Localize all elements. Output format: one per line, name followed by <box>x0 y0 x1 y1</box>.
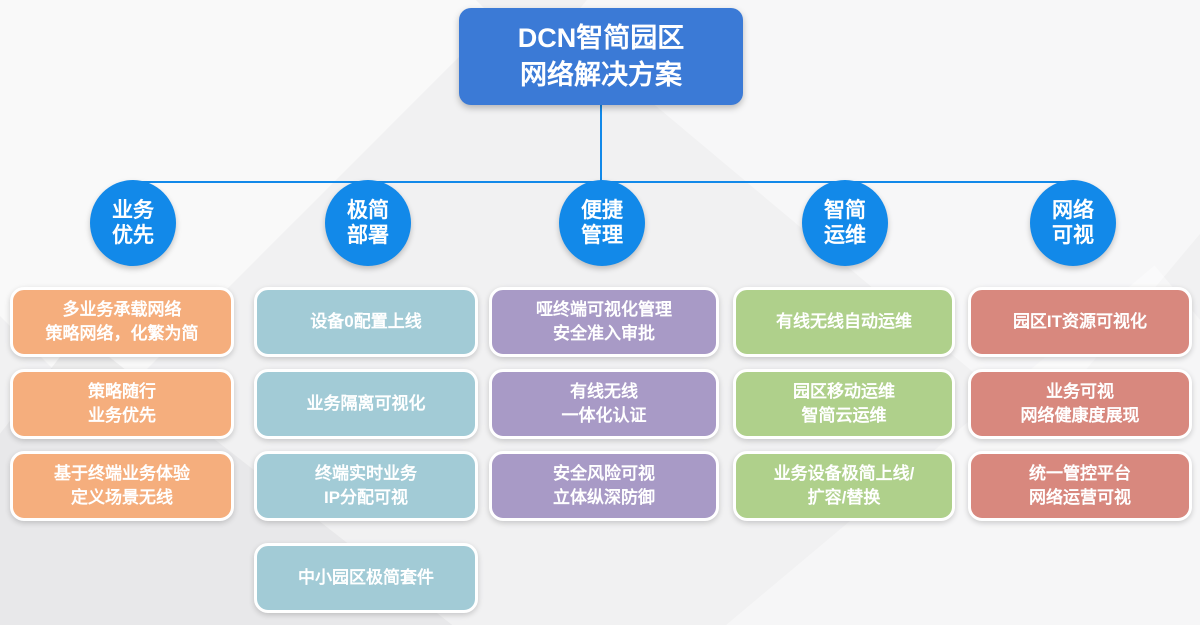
feature-box: 基于终端业务体验定义场景无线 <box>10 451 234 521</box>
feature-column-4: 有线无线自动运维园区移动运维智简云运维业务设备极简上线/扩容/替换 <box>733 287 955 521</box>
feature-box: 业务设备极简上线/扩容/替换 <box>733 451 955 521</box>
feature-box-line: 多业务承载网络 <box>62 300 182 320</box>
branch-node-label: 部署 <box>347 224 389 247</box>
feature-box-line: 扩容/替换 <box>807 488 881 507</box>
feature-box-line: 设备0配置上线 <box>310 312 422 332</box>
feature-box-line: 中小园区极简套件 <box>298 568 434 588</box>
branch-node-3: 便捷管理 <box>559 180 645 266</box>
feature-box-line: 智简云运维 <box>801 406 887 425</box>
feature-box-line: 终端实时业务 <box>315 464 417 484</box>
feature-box: 设备0配置上线 <box>254 287 478 357</box>
feature-box-line: 安全风险可视 <box>553 464 655 484</box>
feature-box-line: IP分配可视 <box>323 488 409 507</box>
feature-box-line: 网络运营可视 <box>1029 488 1131 507</box>
feature-box: 策略随行业务优先 <box>10 369 234 439</box>
feature-box-line: 网络健康度展现 <box>1020 406 1140 425</box>
branch-node-label: 优先 <box>112 224 154 247</box>
feature-box-line: 有线无线自动运维 <box>776 312 912 332</box>
branch-node-label: 可视 <box>1052 224 1094 247</box>
feature-box-line: 园区IT资源可视化 <box>1012 312 1148 332</box>
solution-title: DCN智简园区 网络解决方案 <box>459 8 743 105</box>
feature-box-line: 哑终端可视化管理 <box>536 300 672 320</box>
feature-box-line: 园区移动运维 <box>793 382 895 402</box>
feature-box-line: 业务可视 <box>1046 382 1114 402</box>
feature-box: 业务隔离可视化 <box>254 369 478 439</box>
branch-node-label: 运维 <box>824 224 866 247</box>
feature-box: 有线无线自动运维 <box>733 287 955 357</box>
branch-node-label: 业务 <box>112 198 154 222</box>
feature-column-5: 园区IT资源可视化业务可视网络健康度展现统一管控平台网络运营可视 <box>968 287 1192 521</box>
feature-box: 统一管控平台网络运营可视 <box>968 451 1192 521</box>
branch-node-1: 业务优先 <box>90 180 176 266</box>
branch-node-label: 管理 <box>581 224 623 247</box>
feature-column-2: 设备0配置上线业务隔离可视化终端实时业务 IP分配可视中小园区极简套件 <box>254 287 478 613</box>
feature-box-line: 安全准入审批 <box>553 324 655 343</box>
feature-box: 园区IT资源可视化 <box>968 287 1192 357</box>
branch-node-label: 便捷 <box>581 198 623 222</box>
feature-box: 中小园区极简套件 <box>254 543 478 613</box>
feature-box-line: 定义场景无线 <box>71 488 173 507</box>
branch-node-4: 智简运维 <box>802 180 888 266</box>
feature-box-line: 立体纵深防御 <box>553 488 655 507</box>
branch-node-label: 极简 <box>347 198 389 222</box>
branch-node-2: 极简部署 <box>325 180 411 266</box>
feature-box-line: 业务设备极简上线/ <box>773 464 915 484</box>
feature-box: 有线无线一体化认证 <box>489 369 719 439</box>
feature-box-line: 基于终端业务体验 <box>54 464 190 484</box>
feature-box: 园区移动运维智简云运维 <box>733 369 955 439</box>
feature-box: 哑终端可视化管理安全准入审批 <box>489 287 719 357</box>
feature-box: 终端实时业务 IP分配可视 <box>254 451 478 521</box>
feature-box-line: 业务优先 <box>88 406 156 425</box>
feature-box-line: 一体化认证 <box>561 406 647 425</box>
feature-box: 安全风险可视立体纵深防御 <box>489 451 719 521</box>
feature-box-line: 策略随行 <box>88 382 156 402</box>
feature-box: 多业务承载网络策略网络，化繁为简 <box>10 287 234 357</box>
feature-column-1: 多业务承载网络策略网络，化繁为简策略随行业务优先基于终端业务体验定义场景无线 <box>10 287 234 521</box>
feature-box-line: 策略网络，化繁为简 <box>45 324 199 343</box>
feature-box-line: 有线无线 <box>570 382 638 402</box>
branch-node-label: 网络 <box>1052 198 1094 222</box>
branch-node-5: 网络可视 <box>1030 180 1116 266</box>
feature-column-3: 哑终端可视化管理安全准入审批有线无线一体化认证安全风险可视立体纵深防御 <box>489 287 719 521</box>
solution-title-line2: 网络解决方案 <box>520 59 682 90</box>
feature-box: 业务可视网络健康度展现 <box>968 369 1192 439</box>
feature-box-line: 业务隔离可视化 <box>306 394 426 414</box>
solution-title-line1: DCN智简园区 <box>517 23 685 54</box>
feature-box-line: 统一管控平台 <box>1029 464 1131 484</box>
branch-node-label: 智简 <box>824 198 866 222</box>
